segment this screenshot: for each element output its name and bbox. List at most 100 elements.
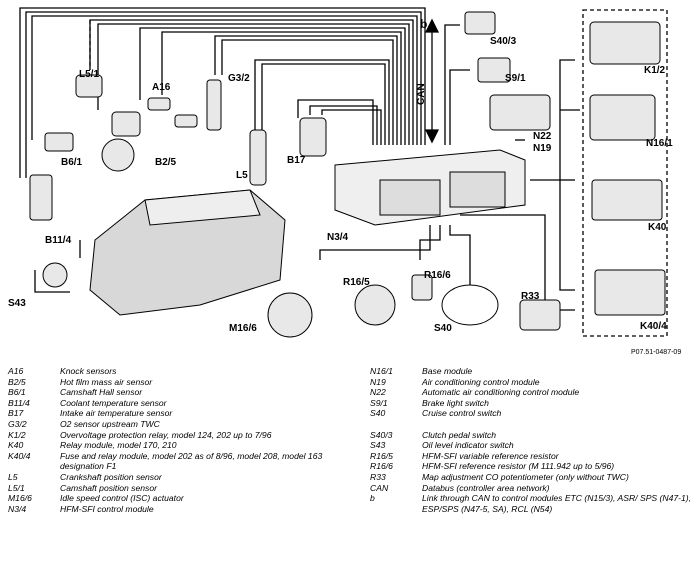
legend-code: B6/1 bbox=[8, 387, 26, 398]
legend-description: Oil level indicator switch bbox=[422, 440, 514, 451]
legend-code: N3/4 bbox=[8, 503, 27, 514]
legend-code: K40/4 bbox=[8, 450, 31, 461]
legend-description: O2 sensor upstream TWC bbox=[60, 418, 160, 429]
legend-row: S40/3 Clutch pedal switch bbox=[370, 430, 695, 441]
legend-description: Knock sensors bbox=[60, 366, 117, 376]
legend-description: Idle speed control (ISC) actuator bbox=[60, 493, 184, 504]
label-k40-4: K40/4 bbox=[640, 321, 667, 332]
legend-row: R16/5 HFM-SFI variable reference resistor bbox=[370, 451, 695, 462]
label-b: b bbox=[420, 17, 427, 31]
legend-row: B17 Intake air temperature sensor bbox=[8, 408, 353, 419]
legend-row: N3/4 HFM-SFI control module bbox=[8, 504, 353, 515]
legend-description: Camshaft position sensor bbox=[60, 482, 157, 493]
legend-description: Brake light switch bbox=[422, 397, 489, 408]
label-can: CAN bbox=[416, 83, 427, 105]
legend-code: S40/3 bbox=[370, 429, 393, 440]
label-b6-1: B6/1 bbox=[61, 157, 83, 168]
legend-description: Link through CAN to control modules ETC … bbox=[422, 493, 692, 514]
label-k40: K40 bbox=[648, 222, 667, 233]
legend-description: Intake air temperature sensor bbox=[60, 408, 173, 419]
legend-row: S40 Cruise control switch bbox=[370, 408, 695, 419]
label-s43: S43 bbox=[8, 298, 26, 309]
legend-description: Coolant temperature sensor bbox=[60, 397, 167, 408]
legend-row: K1/2 Overvoltage protection relay, model … bbox=[8, 430, 353, 441]
legend-description: Map adjustment CO potentiometer (only wi… bbox=[422, 471, 629, 482]
legend-description: HFM-SFI reference resistor (M 111.942 up… bbox=[422, 461, 615, 472]
label-r16-5: R16/5 bbox=[343, 277, 370, 288]
legend-gap bbox=[370, 419, 695, 430]
reference-number: P07.51-0487-09 bbox=[631, 349, 682, 356]
legend-code: B11/4 bbox=[8, 397, 30, 408]
legend-code: A16 bbox=[8, 366, 24, 376]
legend-code: b bbox=[370, 493, 375, 504]
legend-row: N22 Automatic air conditioning control mo… bbox=[370, 387, 695, 398]
label-k1-2: K1/2 bbox=[644, 65, 666, 76]
legend-row: B11/4 Coolant temperature sensor bbox=[8, 398, 353, 409]
legend-code: S9/1 bbox=[370, 397, 388, 408]
legend-description: Crankshaft position sensor bbox=[60, 471, 162, 482]
label-s9-1: S9/1 bbox=[505, 73, 526, 84]
legend-code: G3/2 bbox=[8, 418, 27, 429]
label-m16-6: M16/6 bbox=[229, 323, 257, 334]
legend-code: K1/2 bbox=[8, 429, 26, 440]
legend-code: B17 bbox=[8, 408, 24, 419]
label-g3-2: G3/2 bbox=[228, 73, 250, 84]
legend-description: Base module bbox=[422, 366, 473, 376]
legend-row: b Link through CAN to control modules ETC… bbox=[370, 493, 695, 514]
label-a16: A16 bbox=[152, 82, 171, 93]
legend-code: B2/5 bbox=[8, 376, 26, 387]
legend-row: S9/1 Brake light switch bbox=[370, 398, 695, 409]
legend-description: Automatic air conditioning control modul… bbox=[422, 387, 580, 398]
legend-row: B2/5 Hot film mass air sensor bbox=[8, 377, 353, 388]
label-b2-5: B2/5 bbox=[155, 157, 177, 168]
label-b11-4: B11/4 bbox=[45, 235, 72, 246]
legend-description: Overvoltage protection relay, model 124,… bbox=[60, 429, 272, 440]
legend-row: N16/1 Base module bbox=[370, 366, 695, 377]
legend-row: A16 Knock sensors bbox=[8, 366, 353, 377]
label-n22: N22 bbox=[533, 131, 552, 142]
legend-row: CAN Databus (controller area network) bbox=[370, 483, 695, 494]
legend-row: M16/6 Idle speed control (ISC) actuator bbox=[8, 493, 353, 504]
label-r16-6: R16/6 bbox=[424, 270, 451, 281]
legend-description: Cruise control switch bbox=[422, 408, 502, 419]
legend-row: L5/1 Camshaft position sensor bbox=[8, 483, 353, 494]
legend-row: G3/2 O2 sensor upstream TWC bbox=[8, 419, 353, 430]
legend-row: S43 Oil level indicator switch bbox=[370, 440, 695, 451]
legend-description: Relay module, model 170, 210 bbox=[60, 440, 177, 451]
legend-description: HFM-SFI control module bbox=[60, 503, 154, 514]
legend-code: N22 bbox=[370, 387, 386, 398]
legend-code: R16/6 bbox=[370, 461, 393, 472]
legend-code: S43 bbox=[370, 440, 386, 451]
legend-code: R16/5 bbox=[370, 450, 393, 461]
legend-description: Clutch pedal switch bbox=[422, 429, 497, 440]
legend-code: K40 bbox=[8, 440, 24, 451]
label-l5-1: L5/1 bbox=[79, 69, 99, 80]
legend-code: N19 bbox=[370, 376, 386, 387]
legend-code: L5 bbox=[8, 471, 18, 482]
legend-description: HFM-SFI variable reference resistor bbox=[422, 450, 559, 461]
label-s40-3: S40/3 bbox=[490, 36, 517, 47]
legend-row: L5 Crankshaft position sensor bbox=[8, 472, 353, 483]
legend-description: Camshaft Hall sensor bbox=[60, 387, 143, 398]
label-n3-4: N3/4 bbox=[327, 232, 349, 243]
legend-code: CAN bbox=[370, 482, 389, 493]
legend-description: Hot film mass air sensor bbox=[60, 376, 153, 387]
label-n19: N19 bbox=[533, 143, 552, 154]
label-l5: L5 bbox=[236, 170, 248, 181]
legend-code: L5/1 bbox=[8, 482, 25, 493]
legend-description: Databus (controller area network) bbox=[422, 482, 550, 493]
legend-row: B6/1 Camshaft Hall sensor bbox=[8, 387, 353, 398]
legend-code: S40 bbox=[370, 408, 386, 419]
label-s40: S40 bbox=[434, 323, 452, 334]
legend-code: M16/6 bbox=[8, 493, 32, 504]
legend-row: R16/6 HFM-SFI reference resistor (M 111.9… bbox=[370, 461, 695, 472]
legend-row: N19 Air conditioning control module bbox=[370, 377, 695, 388]
legend-description: Air conditioning control module bbox=[422, 376, 540, 387]
legend-code: N16/1 bbox=[370, 366, 393, 376]
label-b17: B17 bbox=[287, 155, 306, 166]
legend-row: K40 Relay module, model 170, 210 bbox=[8, 440, 353, 451]
